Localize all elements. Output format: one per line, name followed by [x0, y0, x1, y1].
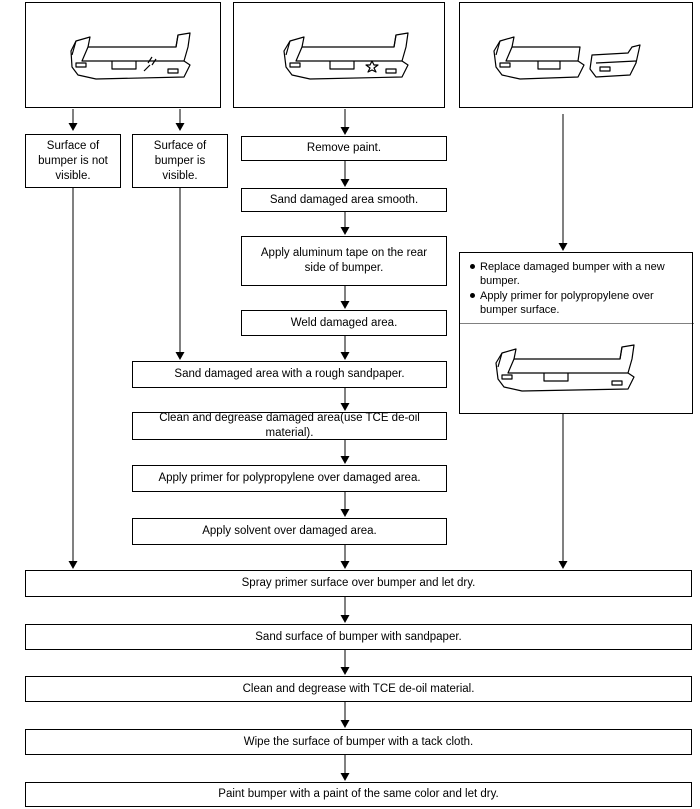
bumper-crack-icon [283, 32, 409, 80]
degrease-damaged-step: Clean and degrease damaged area(use TCE … [132, 412, 447, 440]
replace-step-item: Apply primer for polypropylene over bump… [470, 289, 687, 317]
step-text: Sand damaged area with a rough sandpaper… [174, 368, 405, 380]
aluminum-tape-step: Apply aluminum tape on the rear side of … [241, 236, 447, 286]
apply-solvent-step: Apply solvent over damaged area. [132, 518, 447, 545]
bumper-new-icon [460, 323, 694, 392]
bumper-scratch-panel [25, 2, 221, 108]
surface-visible-box: Surface of bumper is visible. [132, 134, 228, 188]
apply-primer-step: Apply primer for polypropylene over dama… [132, 465, 447, 492]
step-text: Weld damaged area. [290, 316, 398, 329]
sand-smooth-step: Sand damaged area smooth. [241, 188, 447, 212]
surface-not-visible-box: Surface of bumper is not visible. [25, 134, 121, 188]
surface-not-visible-text: Surface of bumper is not visible. [38, 139, 108, 182]
step-text: Remove paint. [306, 142, 382, 154]
replace-bumper-list: Replace damaged bumper with a new bumper… [460, 252, 693, 322]
tack-cloth-step: Wipe the surface of bumper with a tack c… [25, 729, 692, 755]
step-text: Sand surface of bumper with sandpaper. [255, 630, 462, 643]
replace-bumper-panel [459, 252, 694, 414]
step-text: Sand damaged area smooth. [269, 193, 419, 206]
bumper-broken-panel [459, 2, 693, 108]
surface-visible-text: Surface of bumper is visible. [153, 139, 207, 182]
step-text: Apply solvent over damaged area. [202, 525, 377, 537]
bumper-crack-panel [233, 2, 445, 108]
replace-step-item: Replace damaged bumper with a new bumper… [470, 260, 687, 288]
step-text: Paint bumper with a paint of the same co… [218, 788, 499, 800]
step-text: Wipe the surface of bumper with a tack c… [243, 735, 474, 748]
bumper-scratch-icon [70, 32, 191, 80]
spray-primer-step: Spray primer surface over bumper and let… [25, 570, 692, 597]
step-text: Clean and degrease damaged area(use TCE … [159, 412, 420, 439]
step-text: Apply aluminum tape on the rear side of … [260, 247, 428, 274]
weld-step: Weld damaged area. [241, 310, 447, 336]
step-text: Clean and degrease with TCE de-oil mater… [242, 682, 475, 695]
remove-paint-step: Remove paint. [241, 136, 447, 161]
rough-sand-step: Sand damaged area with a rough sandpaper… [132, 361, 447, 388]
step-text: Apply primer for polypropylene over dama… [158, 472, 421, 484]
degrease-tce-step: Clean and degrease with TCE de-oil mater… [25, 676, 692, 702]
sand-surface-step: Sand surface of bumper with sandpaper. [25, 624, 692, 650]
paint-bumper-step: Paint bumper with a paint of the same co… [25, 782, 692, 807]
bumper-broken-icon [493, 36, 641, 80]
step-text: Spray primer surface over bumper and let… [241, 577, 476, 589]
